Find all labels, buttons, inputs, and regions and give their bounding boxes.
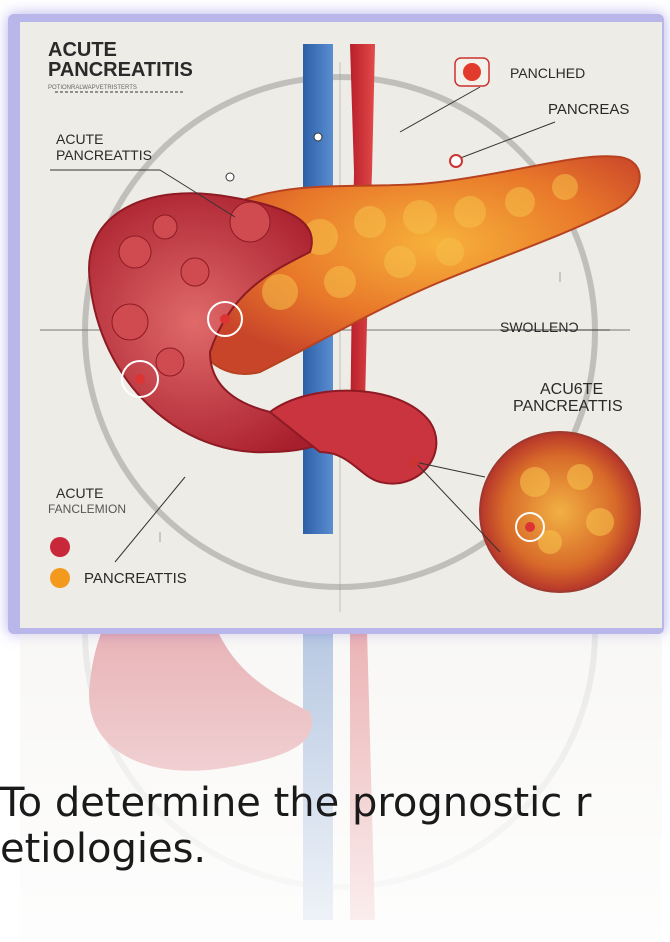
legend-item-pancreattis: PANCREATTIS [84, 571, 187, 587]
caption-line-2: etiologies. [0, 826, 206, 872]
label-pancreattis-left: PANCREATTIS [56, 148, 152, 163]
caption-line-1: To determine the prognostic r [0, 780, 591, 826]
caption-text: To determine the prognostic r etiologies… [0, 780, 670, 872]
label-swollen: SWOLLENƆ [500, 320, 579, 335]
legend-title-1: ACUTE [56, 486, 103, 501]
label-acute-right: ACU6TE [540, 382, 603, 399]
label-acute-left: ACUTE [56, 132, 103, 147]
title-line-2: PANCREATITIS [48, 60, 193, 81]
title-line-1: ACUTE [48, 40, 117, 61]
legend-title-2: FANCLEMION [48, 503, 126, 516]
label-pancreattis-right: PANCREATTIS [513, 399, 623, 416]
pancreatitis-illustration: ACUTE PANCREATITIS POTIONRALWAPVETRISTER… [20, 22, 662, 628]
label-panclhed: PANCLHED [510, 66, 585, 81]
legend-red-dot [50, 537, 70, 557]
legend-orange-dot [50, 568, 70, 588]
label-pancreas: PANCREAS [548, 102, 629, 118]
subtitle: POTIONRALWAPVETRISTERTS [48, 85, 137, 91]
